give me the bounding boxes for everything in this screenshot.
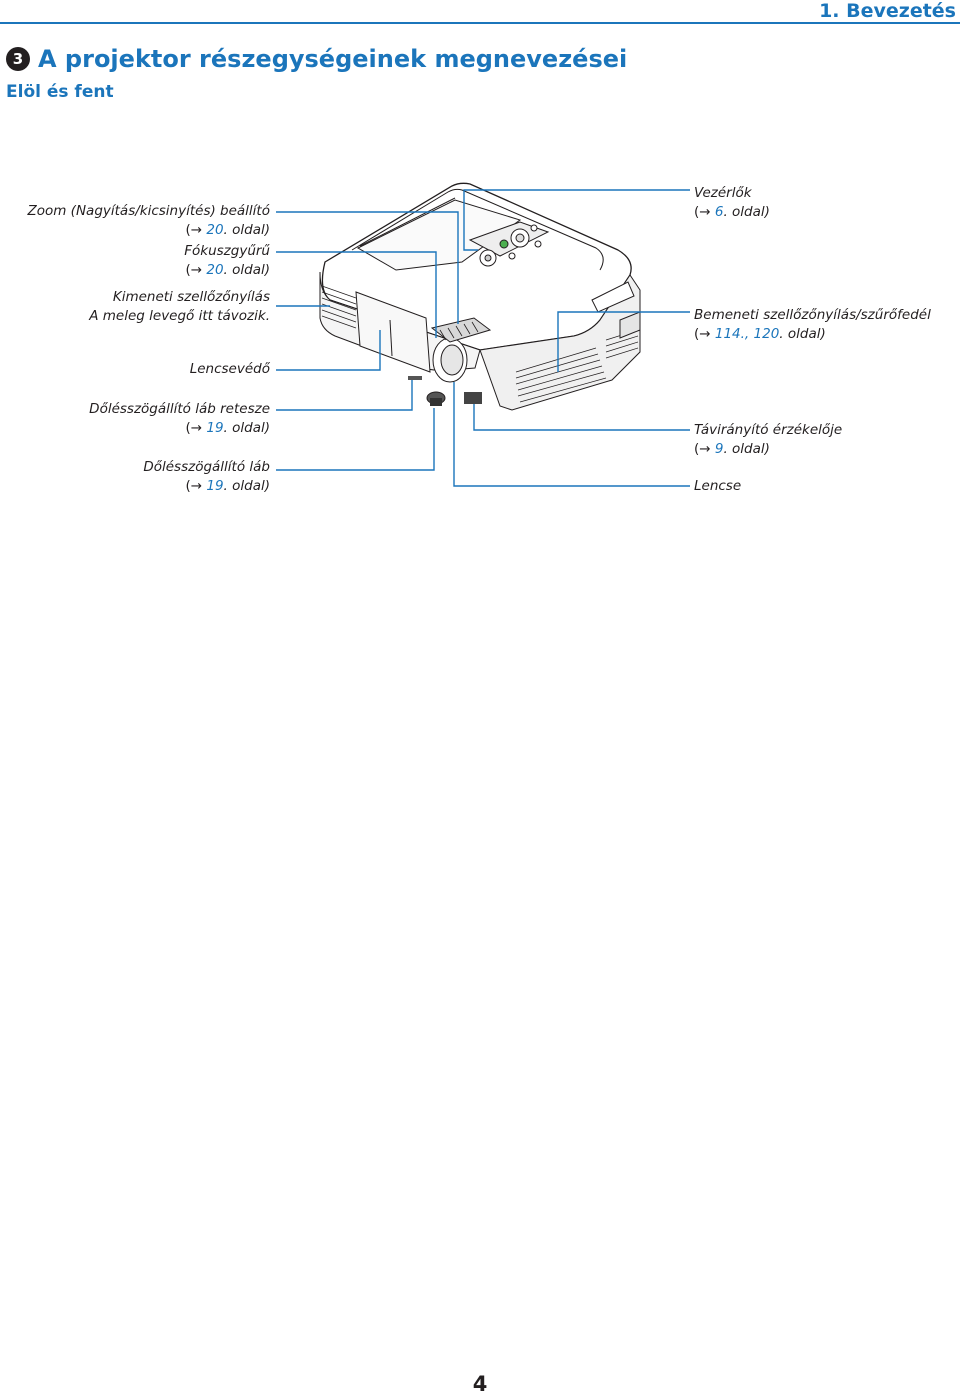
label-focus: Fókuszgyűrű (→ 20. oldal)	[184, 242, 270, 280]
leader-remote-sensor	[473, 404, 690, 431]
label-intake-ref: (→ 114., 120. oldal)	[694, 326, 826, 342]
label-zoom-ref: (→ 20. oldal)	[185, 222, 270, 238]
section-number-badge: 3	[6, 47, 30, 71]
label-exhaust-line2: A meleg levegő itt távozik.	[89, 308, 270, 324]
label-tilt-lever-name: Dőlésszögállító láb retesze	[89, 401, 270, 417]
leader-lens-cap	[276, 330, 381, 371]
label-tilt-lever-ref: (→ 19. oldal)	[185, 420, 270, 436]
leader-zoom	[276, 211, 459, 324]
page-link-tilt-foot[interactable]: 19	[206, 478, 224, 494]
label-focus-ref: (→ 20. oldal)	[185, 262, 270, 278]
chapter-title: 1. Bevezetés	[811, 0, 956, 22]
page-link-remote-sensor[interactable]: 9	[714, 441, 724, 457]
label-tilt-foot: Dőlésszögállító láb (→ 19. oldal)	[143, 458, 270, 496]
leader-tilt-foot	[276, 408, 435, 471]
leader-lens	[453, 382, 690, 487]
label-focus-name: Fókuszgyűrű	[184, 243, 270, 259]
label-lens-name: Lencse	[694, 478, 742, 494]
label-exhaust-line1: Kimeneti szellőzőnyílás	[112, 289, 270, 305]
page-link-focus[interactable]: 20	[206, 262, 224, 278]
leader-intake	[557, 311, 690, 372]
label-zoom: Zoom (Nagyítás/kicsinyítés) beállító (→ …	[27, 202, 270, 240]
projector-illustration	[276, 182, 690, 487]
projector-drawing	[319, 182, 641, 411]
label-intake-name: Bemeneti szellőzőnyílás/szűrőfedél	[694, 307, 931, 323]
label-controls: Vezérlők (→ 6. oldal)	[694, 184, 770, 222]
header-rule	[0, 22, 960, 24]
section-title: A projektor részegységeinek megnevezései	[38, 45, 628, 73]
leader-focus	[276, 251, 437, 338]
leader-tilt-lever	[276, 380, 413, 411]
label-tilt-foot-name: Dőlésszögállító láb	[143, 459, 270, 475]
label-remote-sensor-ref: (→ 9. oldal)	[694, 441, 770, 457]
label-intake: Bemeneti szellőzőnyílás/szűrőfedél (→ 11…	[694, 306, 931, 344]
leader-lines	[276, 189, 690, 487]
leader-controls	[463, 189, 690, 251]
label-zoom-name: Zoom (Nagyítás/kicsinyítés) beállító	[27, 203, 270, 219]
label-exhaust: Kimeneti szellőzőnyílás A meleg levegő i…	[89, 288, 270, 326]
label-tilt-foot-ref: (→ 19. oldal)	[185, 478, 270, 494]
label-controls-ref: (→ 6. oldal)	[694, 204, 770, 220]
label-controls-name: Vezérlők	[694, 185, 752, 201]
label-remote-sensor-name: Távirányító érzékelője	[694, 422, 843, 438]
page-link-controls[interactable]: 6	[714, 204, 724, 220]
page-link-zoom[interactable]: 20	[206, 222, 224, 238]
section-heading: 3 A projektor részegységeinek megnevezés…	[6, 45, 627, 73]
label-remote-sensor: Távirányító érzékelője (→ 9. oldal)	[694, 421, 842, 459]
label-lens: Lencse	[694, 477, 741, 496]
label-tilt-lever: Dőlésszögállító láb retesze (→ 19. oldal…	[89, 400, 270, 438]
label-lens-cap-name: Lencsevédő	[189, 361, 270, 377]
section-subtitle: Elöl és fent	[6, 82, 114, 102]
label-lens-cap: Lencsevédő	[190, 360, 270, 379]
page-link-intake[interactable]: 114., 120	[714, 326, 780, 342]
page-number: 4	[472, 1372, 488, 1396]
page-link-tilt-lever[interactable]: 19	[206, 420, 224, 436]
